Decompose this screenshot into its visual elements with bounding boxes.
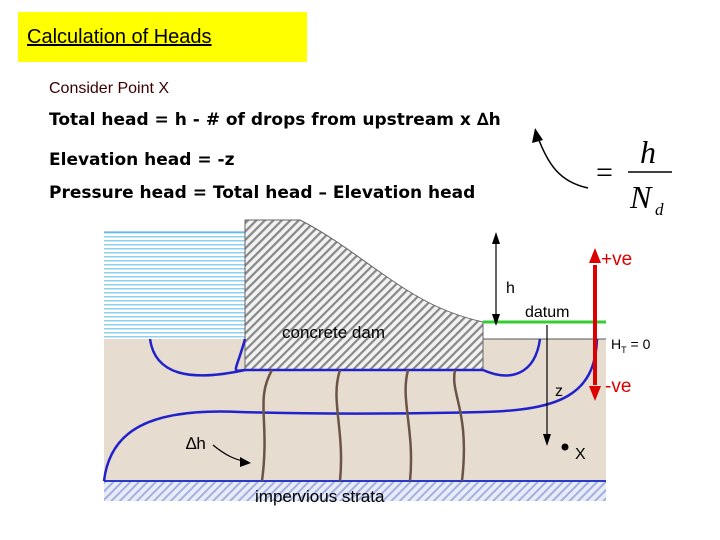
curved-pointer-arrow (536, 134, 589, 189)
elevation-head-text: Elevation head = -z (49, 150, 235, 170)
concrete-dam-shape (244, 219, 484, 371)
datum-label: datum (525, 304, 569, 321)
pressure-head-text: Pressure head = Total head – Elevation h… (49, 183, 476, 203)
svg-text:h: h (640, 134, 656, 170)
flow-lines (102, 338, 599, 482)
consider-point-text: Consider Point X (49, 80, 170, 97)
svg-text:N: N (629, 179, 653, 215)
total-head-text: Total head = h - # of drops from upstrea… (49, 110, 501, 130)
h-label: h (506, 280, 515, 297)
point-x-label: X (575, 446, 586, 463)
impervious-strata-band (104, 481, 606, 501)
formula-h-over-nd: = h N d (596, 134, 672, 219)
delta-h-label: ∆h (186, 434, 206, 453)
ht-label: HT = 0 (611, 336, 651, 355)
svg-text:=: = (596, 156, 613, 189)
page-title: Calculation of Heads (27, 26, 212, 48)
equipotential-lines (260, 369, 466, 482)
upstream-water (104, 232, 245, 339)
point-x-dot (561, 443, 569, 451)
z-label: z (555, 383, 563, 400)
impervious-strata-label: impervious strata (255, 487, 385, 506)
title-highlight (18, 12, 307, 62)
negative-label: -ve (605, 376, 631, 397)
svg-text:d: d (655, 200, 664, 219)
concrete-dam-label: concrete dam (282, 323, 385, 342)
positive-label: +ve (601, 249, 632, 270)
